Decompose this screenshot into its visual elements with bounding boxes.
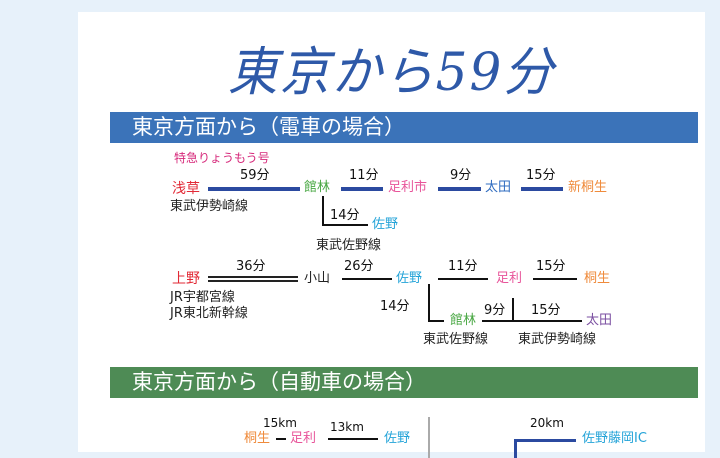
line-label-sano: 東武佐野線 (316, 238, 382, 253)
station-sano-2: 佐野 (396, 271, 423, 286)
km-right: 20km (530, 416, 564, 430)
station-shinkiryu: 新桐生 (568, 180, 608, 195)
line-tatebayashi-ashikagashi (341, 187, 383, 191)
car-node-ashikaga: 足利 (290, 431, 317, 446)
line-tatebayashi-ota (482, 320, 582, 322)
branch-vertical (322, 196, 324, 226)
time-ueno-oyama: 36分 (236, 259, 266, 274)
line-ashikagashi-ota (438, 187, 481, 191)
time-sano-tatebayashi: 14分 (380, 299, 410, 314)
station-ashikagashi: 足利市 (388, 180, 428, 195)
time-oyama-sano: 26分 (344, 259, 374, 274)
car-line-right (514, 439, 576, 442)
page-title: 東京から59分 (227, 41, 556, 103)
car-section-heading: 東京方面から（自動車の場合） (110, 367, 698, 398)
station-tatebayashi: 館林 (304, 180, 331, 195)
line-ueno-oyama (208, 276, 298, 282)
car-divider (428, 417, 430, 458)
line-label-isesaki: 東武伊勢崎線 (170, 199, 249, 214)
km-kiryu-ashikaga: 15km (263, 416, 297, 430)
time-tatebayashi-ota-a: 9分 (484, 303, 506, 318)
station-kiryu: 桐生 (584, 271, 611, 286)
car-node-kiryu: 桐生 (244, 431, 271, 446)
line-asakusa-tatebayashi (208, 187, 300, 191)
station-ota-2: 太田 (586, 313, 613, 328)
station-ueno: 上野 (172, 271, 200, 287)
station-asakusa: 浅草 (172, 181, 200, 197)
car-node-sanofujioka: 佐野藤岡IC (582, 431, 647, 446)
branch2-horizontal (428, 320, 444, 322)
station-tatebayashi-2: 館林 (450, 313, 477, 328)
line-oyama-sano (342, 278, 392, 280)
car-line-1 (276, 438, 286, 440)
time-tatebayashi-sano: 14分 (330, 208, 360, 223)
time-tatebayashi-ota-b: 15分 (531, 303, 561, 318)
card: 東京から59分 東京方面から（電車の場合） 特急りょうもう号 浅草 59分 館林… (78, 12, 705, 458)
time-ashikagashi-ota: 9分 (450, 168, 472, 183)
train-section-heading: 東京方面から（電車の場合） (110, 112, 698, 143)
station-oyama: 小山 (304, 271, 331, 286)
station-sano: 佐野 (372, 217, 399, 232)
branch-horizontal (322, 224, 368, 226)
line-label-sano-2: 東武佐野線 (423, 332, 489, 347)
time-asakusa-tatebayashi: 59分 (240, 168, 270, 183)
branch2-vertical (428, 284, 430, 322)
station-ashikaga: 足利 (496, 271, 523, 286)
line-ota-shinkiryu (521, 187, 563, 191)
line-label-shinkansen: JR東北新幹線 (170, 306, 248, 321)
time-sano-ashikaga: 11分 (448, 259, 478, 274)
time-ota-shinkiryu: 15分 (526, 168, 556, 183)
time-tatebayashi-ashikagashi: 11分 (349, 168, 379, 183)
time-ashikaga-kiryu: 15分 (536, 259, 566, 274)
line-label-isesaki-2: 東武伊勢崎線 (518, 332, 597, 347)
line-sano-ashikaga (438, 278, 488, 280)
line-ashikaga-kiryu (533, 278, 577, 280)
ota-tick (512, 298, 514, 320)
car-line-right-v (514, 439, 517, 458)
express-label: 特急りょうもう号 (174, 151, 270, 165)
station-ota: 太田 (485, 180, 512, 195)
car-node-sano: 佐野 (384, 431, 411, 446)
car-line-2 (328, 438, 378, 440)
km-ashikaga-sano: 13km (330, 420, 364, 434)
line-label-utsunomiya: JR宇都宮線 (170, 290, 235, 305)
